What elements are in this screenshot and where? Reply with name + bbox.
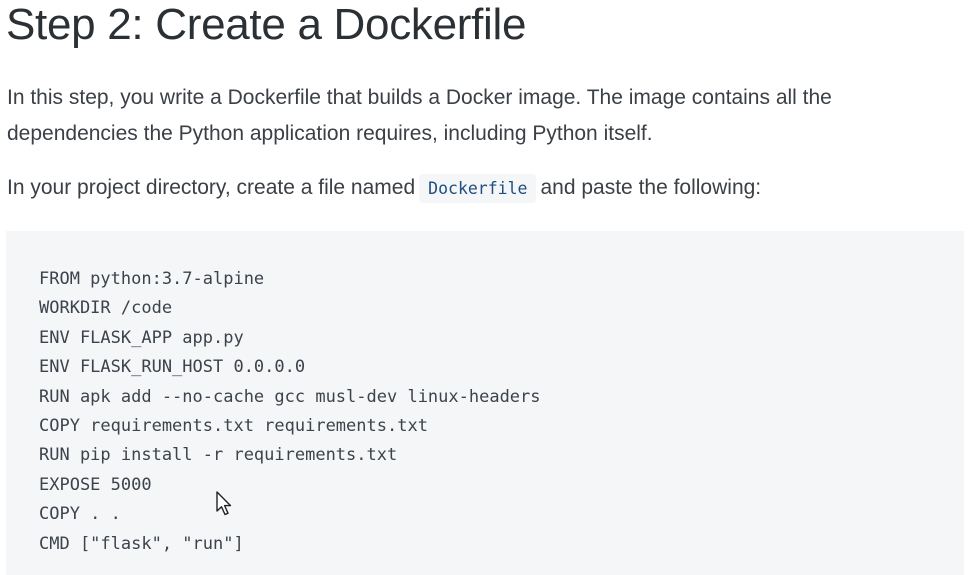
code-line: RUN apk add --no-cache gcc musl-dev linu…	[39, 386, 541, 407]
mouse-cursor-icon	[216, 491, 232, 516]
instruction-text-after: and paste the following:	[540, 176, 762, 199]
code-line: RUN pip install -r requirements.txt	[39, 445, 398, 466]
intro-line-2: dependencies the Python application requ…	[7, 122, 653, 145]
intro-line-1: In this step, you write a Dockerfile tha…	[7, 86, 832, 109]
code-line: ENV FLASK_RUN_HOST 0.0.0.0	[39, 357, 306, 378]
code-line: FROM python:3.7-alpine	[39, 269, 265, 289]
inline-code-filename: Dockerfile	[419, 174, 537, 203]
code-line: COPY . .	[39, 504, 121, 525]
code-line: CMD ["flask", "run"]	[39, 533, 244, 554]
code-line: EXPOSE 5000	[39, 474, 152, 495]
page-title: Step 2: Create a Dockerfile	[6, 0, 527, 49]
code-line: WORKDIR /code	[39, 298, 173, 319]
instruction-paragraph: In your project directory, create a file…	[7, 170, 761, 207]
instruction-text-before: In your project directory, create a file…	[7, 176, 416, 199]
intro-paragraph: In this step, you write a Dockerfile tha…	[7, 80, 832, 152]
code-line: COPY requirements.txt requirements.txt	[39, 416, 428, 437]
code-line: ENV FLASK_APP app.py	[39, 327, 244, 348]
